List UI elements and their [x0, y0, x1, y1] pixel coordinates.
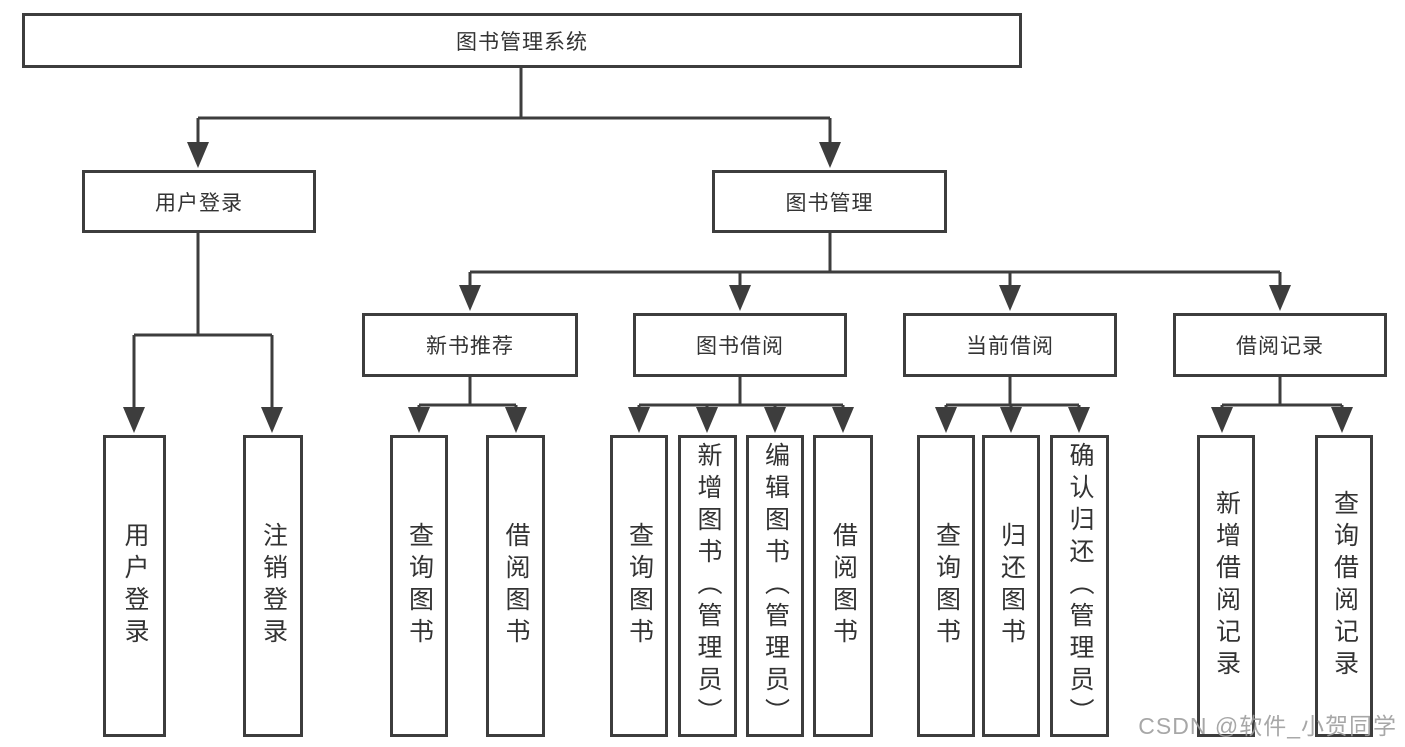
node-book-borrowing-label: 图书借阅 — [696, 335, 784, 358]
leaf-query-books-current: 查询图书 — [917, 435, 975, 737]
node-borrowing-records-label: 借阅记录 — [1236, 335, 1324, 358]
node-system-label: 图书管理系统 — [456, 30, 588, 54]
node-user-login-label: 用户登录 — [155, 191, 243, 215]
leaf-query-books-recommend-label: 查询图书 — [405, 522, 434, 650]
leaf-query-borrow-record: 查询借阅记录 — [1315, 435, 1373, 737]
leaf-borrow-books-recommend: 借阅图书 — [486, 435, 545, 737]
leaf-add-book-admin-label: 新增图书（管理员） — [694, 442, 722, 730]
leaf-return-books-label: 归还图书 — [997, 522, 1026, 650]
node-book-management-label: 图书管理 — [785, 191, 874, 215]
leaf-confirm-return-admin: 确认归还（管理员） — [1050, 435, 1109, 737]
leaf-logout-label: 注销登录 — [259, 522, 288, 650]
leaf-borrow-books-label: 借阅图书 — [829, 522, 858, 650]
leaf-user-login-label: 用户登录 — [121, 522, 149, 650]
leaf-confirm-return-admin-label: 确认归还（管理员） — [1066, 442, 1094, 730]
node-system: 图书管理系统 — [22, 13, 1022, 68]
node-new-book-recommend-label: 新书推荐 — [426, 335, 514, 358]
watermark: CSDN @软件_小贺同学 — [1138, 713, 1397, 739]
node-new-book-recommend: 新书推荐 — [362, 313, 578, 377]
leaf-query-books-recommend: 查询图书 — [390, 435, 448, 737]
node-book-borrowing: 图书借阅 — [633, 313, 847, 377]
leaf-edit-book-admin-label: 编辑图书（管理员） — [761, 442, 790, 730]
leaf-add-borrow-record: 新增借阅记录 — [1197, 435, 1255, 737]
leaf-user-login: 用户登录 — [103, 435, 166, 737]
node-user-login: 用户登录 — [82, 170, 316, 233]
node-book-management: 图书管理 — [712, 170, 947, 233]
node-borrowing-records: 借阅记录 — [1173, 313, 1387, 377]
leaf-query-books-current-label: 查询图书 — [932, 522, 961, 650]
leaf-query-books-borrowing: 查询图书 — [610, 435, 668, 737]
leaf-logout: 注销登录 — [243, 435, 303, 737]
node-current-borrowing-label: 当前借阅 — [966, 335, 1054, 358]
leaf-edit-book-admin: 编辑图书（管理员） — [746, 435, 804, 737]
leaf-borrow-books-recommend-label: 借阅图书 — [502, 522, 530, 650]
leaf-query-borrow-record-label: 查询借阅记录 — [1330, 490, 1359, 682]
leaf-return-books: 归还图书 — [982, 435, 1040, 737]
arrowheads — [123, 142, 1353, 433]
node-current-borrowing: 当前借阅 — [903, 313, 1117, 377]
leaf-borrow-books: 借阅图书 — [813, 435, 873, 737]
leaf-query-books-borrowing-label: 查询图书 — [625, 522, 654, 650]
leaf-add-borrow-record-label: 新增借阅记录 — [1212, 490, 1241, 682]
leaf-add-book-admin: 新增图书（管理员） — [678, 435, 737, 737]
